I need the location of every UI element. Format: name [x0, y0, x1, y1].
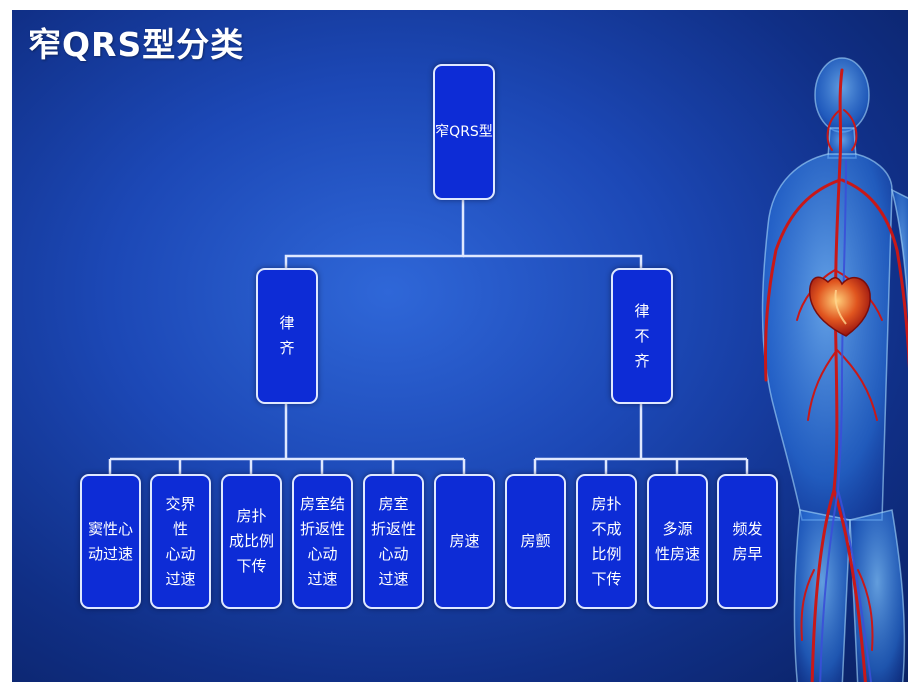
leaf-node-avnrt: 房室结 折返性 心动 过速 [292, 474, 353, 609]
branch-node-regular: 律 齐 [256, 268, 318, 404]
human-anatomy-figure [761, 57, 908, 682]
branch-node-irregular: 律 不 齐 [611, 268, 673, 404]
leaf-node-atrial-tachycardia: 房速 [434, 474, 495, 609]
artery-network [763, 68, 908, 682]
root-node: 窄QRS型 [433, 64, 495, 200]
vein-network [819, 159, 873, 682]
leaf-node-sinus-tachycardia: 窦性心 动过速 [80, 474, 141, 609]
heart-icon [808, 276, 871, 337]
leaf-node-junctional-tachycardia: 交界 性 心动 过速 [150, 474, 211, 609]
leaf-node-atrial-fibrillation: 房颤 [505, 474, 566, 609]
leaf-node-frequent-pac: 频发 房早 [717, 474, 778, 609]
leaf-node-multifocal-atrial-tachycardia: 多源 性房速 [647, 474, 708, 609]
leaf-node-avrt: 房室 折返性 心动 过速 [363, 474, 424, 609]
leaf-node-flutter-variable: 房扑 不成 比例 下传 [576, 474, 637, 609]
slide: 窄QRS型分类 窄QRS型 律 齐 律 不 齐 窦性心 动过速 交界 性 心动 … [12, 10, 908, 682]
connector-lines [108, 200, 749, 474]
leaf-node-flutter-proportional: 房扑 成比例 下传 [221, 474, 282, 609]
slide-title: 窄QRS型分类 [28, 25, 245, 64]
